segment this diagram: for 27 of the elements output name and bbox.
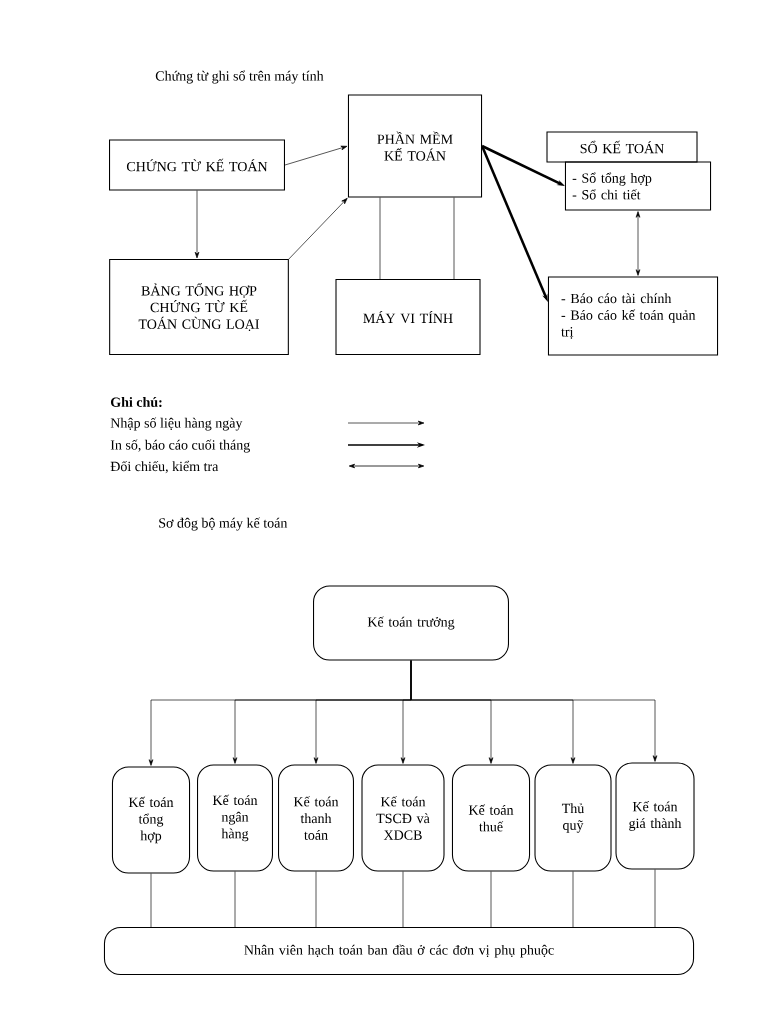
process-box: SỔ KẾ TOÁN bbox=[546, 131, 698, 163]
rounded-box: Kế toán thuế bbox=[451, 764, 531, 872]
rounded-box: Kế toán giá thành bbox=[615, 762, 695, 870]
process-box: CHỨNG TỪ KẾ TOÁN bbox=[109, 139, 285, 191]
rounded-box: Nhân viên hạch toán ban đầu ở các đơn vị phụ phuộc bbox=[103, 927, 695, 975]
process-box: MÁY VI TÍNH bbox=[335, 279, 481, 355]
rounded-box: Kế toán tổng hợp bbox=[111, 766, 191, 874]
legend-text: Đối chiếu, kiểm tra bbox=[110, 460, 219, 474]
rounded-box: Kế toán TSCĐ và XDCB bbox=[361, 764, 445, 872]
rounded-box: Kế toán thanh toán bbox=[278, 764, 354, 872]
arrow bbox=[194, 190, 200, 259]
rounded-box: Kế toán trưởng bbox=[313, 585, 509, 661]
arrow bbox=[410, 660, 658, 762]
rounded-box: Thủ quỹ bbox=[534, 764, 612, 872]
legend-text: Nhập số liệu hàng ngày bbox=[110, 417, 243, 431]
process-box: PHẦN MỀM KẾ TOÁN bbox=[347, 94, 483, 198]
legend-heading: Ghi chú: bbox=[110, 397, 162, 407]
heading: Chứng từ ghi sổ trên máy tính bbox=[155, 70, 324, 84]
heading: Sơ đôg bộ máy kế toán bbox=[159, 517, 288, 531]
arrow bbox=[284, 145, 348, 166]
arrow bbox=[635, 211, 641, 276]
rounded-box: Kế toán ngân hàng bbox=[197, 764, 273, 872]
process-box: - Báo cáo tài chính - Báo cáo kế toán quản trị bbox=[547, 276, 719, 356]
legend-text: In số, báo cáo cuối tháng bbox=[110, 439, 250, 453]
process-box: - Sổ tổng hợp - Sổ chi tiết bbox=[564, 161, 712, 211]
process-box: BẢNG TỔNG HỢP CHỨNG TỪ KẾ TOÁN CÙNG LOẠI bbox=[109, 259, 289, 355]
arrow bbox=[288, 197, 348, 260]
